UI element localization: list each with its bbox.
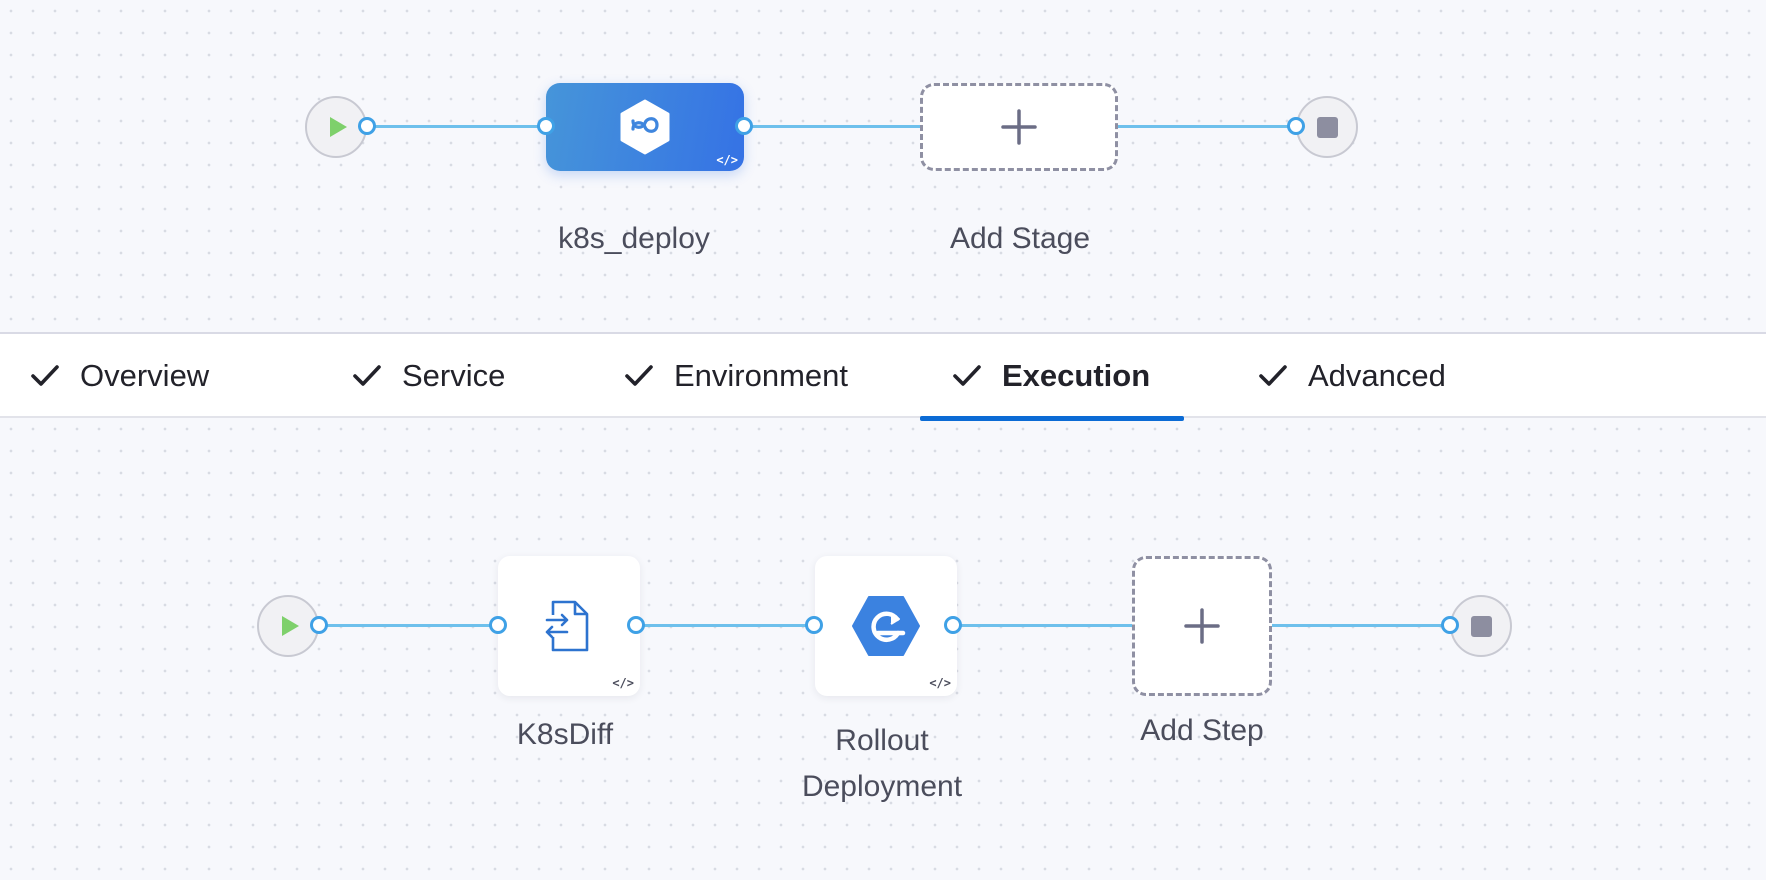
- tab-overview[interactable]: Overview: [28, 334, 209, 418]
- tab-advanced[interactable]: Advanced: [1256, 334, 1446, 418]
- tab-label: Service: [402, 358, 506, 393]
- stage-tabs: Overview Service Environment Execution A…: [0, 332, 1766, 418]
- connector-line: [636, 624, 814, 627]
- pipeline-end-node: [1296, 96, 1358, 158]
- tab-label: Overview: [80, 358, 210, 393]
- rollout-icon: [852, 596, 920, 656]
- connector-line: [744, 125, 924, 128]
- execution-start-node: [257, 595, 319, 657]
- connector-port: [1287, 117, 1305, 135]
- connector-line: [320, 624, 498, 627]
- play-icon: [329, 117, 347, 137]
- code-icon[interactable]: </>: [929, 676, 951, 690]
- check-icon: [625, 365, 653, 386]
- check-icon: [353, 365, 381, 386]
- connector-line: [368, 125, 544, 128]
- check-icon: [31, 365, 59, 386]
- plus-icon: [1001, 109, 1037, 145]
- check-icon: [953, 365, 981, 386]
- stage-label: k8s_deploy: [558, 222, 710, 255]
- connector-line: [1270, 624, 1450, 627]
- deployment-stage-icon: [620, 99, 670, 155]
- stop-icon: [1470, 615, 1492, 637]
- connector-port: [358, 117, 376, 135]
- tab-label: Advanced: [1308, 358, 1446, 393]
- step-label: Rollout Deployment: [760, 718, 1004, 810]
- add-stage-button[interactable]: [920, 83, 1118, 171]
- code-icon[interactable]: </>: [716, 153, 738, 167]
- stage-node-k8s-deploy[interactable]: </>: [546, 83, 744, 171]
- stop-icon: [1316, 116, 1338, 138]
- connector-line: [954, 624, 1134, 627]
- step-node-k8sdiff[interactable]: </>: [498, 556, 640, 696]
- play-icon: [281, 616, 299, 636]
- step-node-rollout-deployment[interactable]: </>: [815, 556, 957, 696]
- pipeline-start-node: [305, 96, 367, 158]
- tab-environment[interactable]: Environment: [622, 334, 848, 418]
- add-step-button[interactable]: [1132, 556, 1272, 696]
- check-icon: [1259, 365, 1287, 386]
- tab-label: Execution: [1002, 358, 1151, 393]
- tab-label: Environment: [674, 358, 849, 393]
- connector-port: [1441, 616, 1459, 634]
- tab-service[interactable]: Service: [350, 334, 505, 418]
- active-tab-indicator: [920, 416, 1184, 421]
- stage-graph-canvas: </> k8s_deploy Add Stage: [0, 0, 1766, 332]
- file-diff-icon: [543, 600, 589, 652]
- step-label-line: Deployment: [801, 770, 963, 803]
- step-label-line: Rollout: [835, 724, 929, 757]
- add-step-label: Add Step: [1140, 714, 1264, 747]
- connector-port: [537, 117, 555, 135]
- plus-icon: [1184, 608, 1220, 644]
- tab-execution[interactable]: Execution: [950, 334, 1150, 418]
- connector-port: [310, 616, 328, 634]
- execution-end-node: [1450, 595, 1512, 657]
- step-label: K8sDiff: [516, 718, 614, 751]
- connector-line: [1116, 125, 1296, 128]
- code-icon[interactable]: </>: [612, 676, 634, 690]
- connector-port: [735, 117, 753, 135]
- add-stage-label: Add Stage: [949, 222, 1091, 255]
